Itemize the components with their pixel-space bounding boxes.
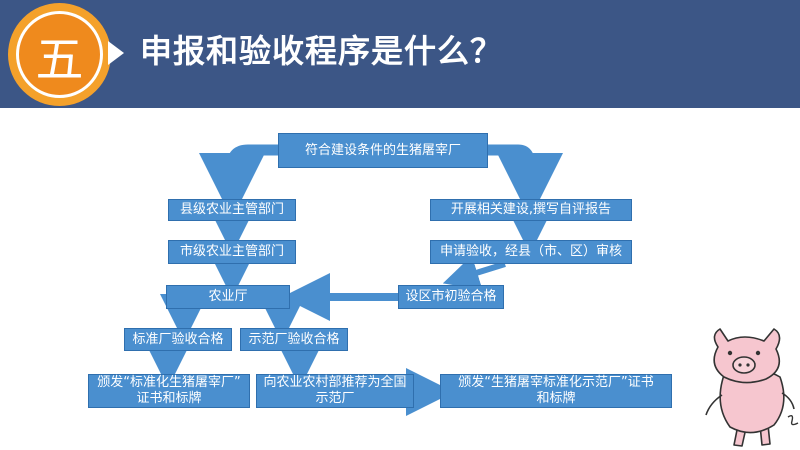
node-county-dept: 县级农业主管部门 xyxy=(168,199,296,221)
node-label-line1: 颁发“标准化生猪屠宰厂” xyxy=(97,375,241,390)
node-standard-acceptance: 标准厂验收合格 xyxy=(124,328,232,351)
section-badge xyxy=(16,11,103,98)
node-apply-acceptance: 申请验收，经县（市、区）审核 xyxy=(430,240,632,264)
node-label-line2: 和标牌 xyxy=(536,391,576,406)
node-agri-office: 农业厅 xyxy=(166,285,290,309)
arrow-top-to-selfeval xyxy=(488,144,563,219)
arrow-top-to-county xyxy=(199,144,278,219)
section-number: 五 xyxy=(35,31,84,88)
pig-icon xyxy=(705,328,799,447)
node-demo-acceptance: 示范厂验收合格 xyxy=(240,328,348,351)
node-eligible-slaughterhouse: 符合建设条件的生猪屠宰厂 xyxy=(278,133,488,168)
node-issue-standard-cert: 颁发“标准化生猪屠宰厂” 证书和标牌 xyxy=(88,374,250,408)
node-issue-demo-cert: 颁发“生猪屠宰标准化示范厂”证书 和标牌 xyxy=(440,374,672,408)
node-label-line1: 颁发“生猪屠宰标准化示范厂”证书 xyxy=(458,375,654,390)
node-self-evaluation: 开展相关建设,撰写自评报告 xyxy=(430,199,632,221)
header-bar: 五 申报和验收程序是什么？ xyxy=(0,0,800,108)
page-title: 申报和验收程序是什么？ xyxy=(140,32,504,70)
node-label: 示范厂验收合格 xyxy=(248,331,340,347)
node-label: 农业厅 xyxy=(208,289,248,304)
node-label: 符合建设条件的生猪屠宰厂 xyxy=(304,142,461,158)
node-recommend-national: 向农业农村部推荐为全国 示范厂 xyxy=(256,374,414,408)
arrow-apply-to-preaccept xyxy=(442,255,506,290)
node-label: 申请验收，经县（市、区）审核 xyxy=(439,244,622,259)
node-label: 县级农业主管部门 xyxy=(179,202,284,217)
node-label: 标准厂验收合格 xyxy=(132,331,224,347)
node-label-line1: 向农业农村部推荐为全国 xyxy=(263,375,407,390)
node-label-line2: 示范厂 xyxy=(315,391,355,406)
node-label: 设区市初验合格 xyxy=(405,289,497,304)
node-label: 开展相关建设,撰写自评报告 xyxy=(450,202,612,217)
play-arrow-icon xyxy=(108,41,124,65)
node-city-dept: 市级农业主管部门 xyxy=(168,240,296,264)
node-label-line2: 证书和标牌 xyxy=(136,391,202,406)
node-city-preacceptance: 设区市初验合格 xyxy=(398,285,504,309)
node-label: 市级农业主管部门 xyxy=(179,244,284,259)
